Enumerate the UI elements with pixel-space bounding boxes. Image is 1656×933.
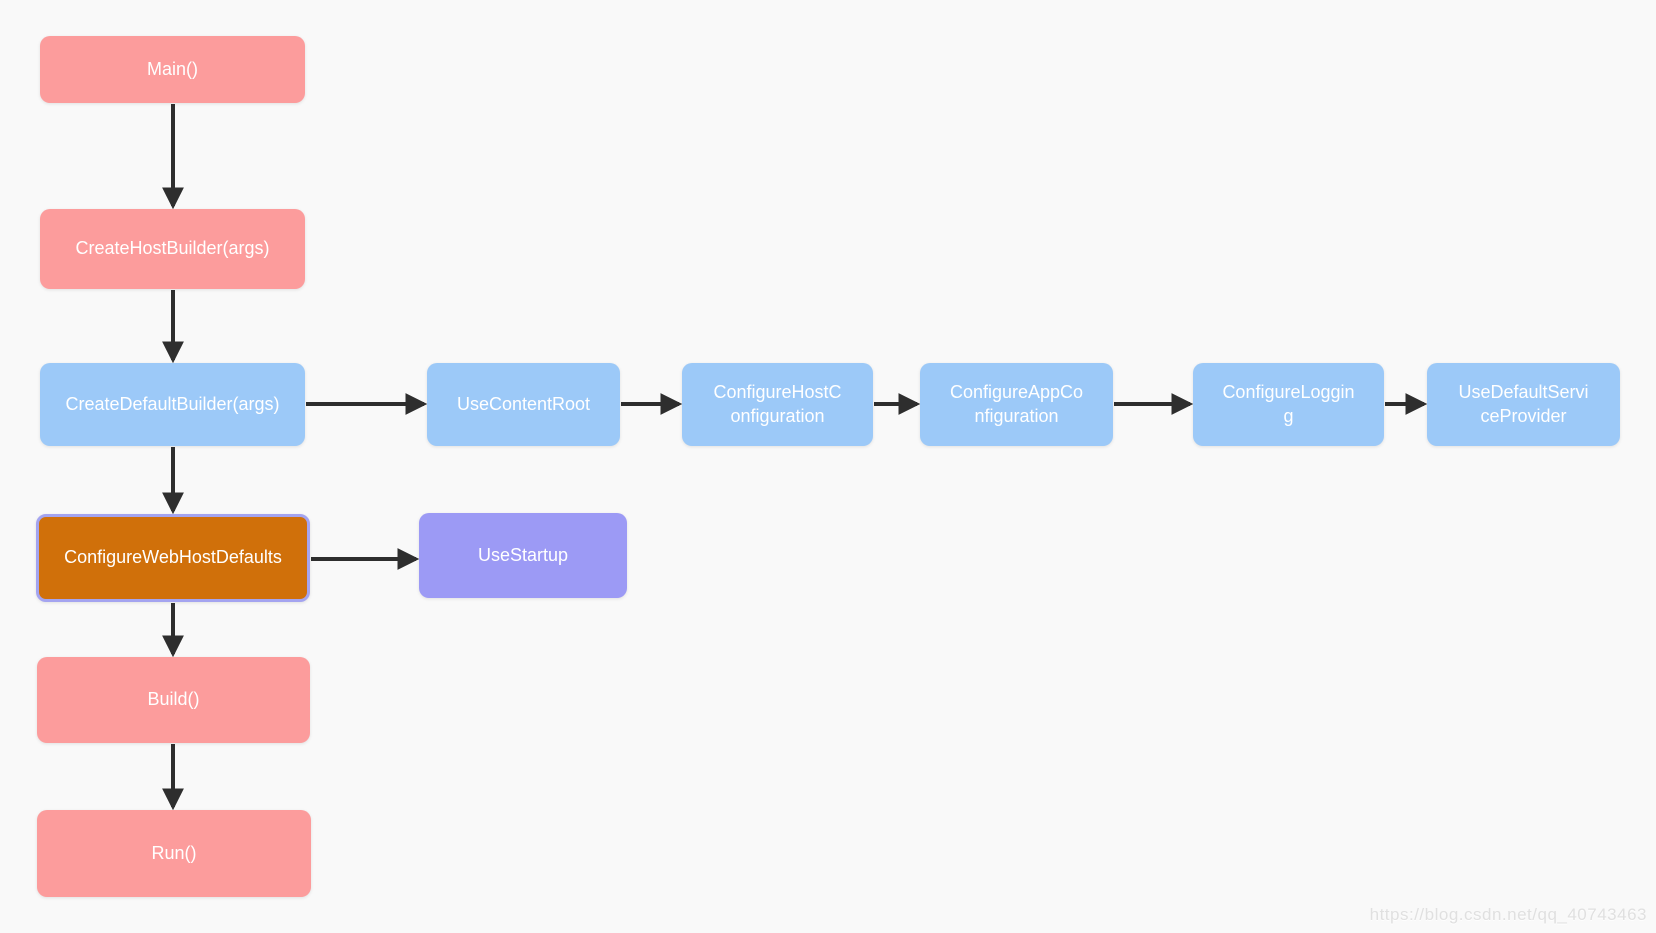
node-label: Build() xyxy=(147,689,200,710)
node-use-default-service-provider: UseDefaultServiceProvider xyxy=(1427,363,1620,446)
node-use-startup: UseStartup xyxy=(419,513,627,598)
node-label: CreateHostBuilder(args) xyxy=(75,238,270,259)
node-run: Run() xyxy=(37,810,311,897)
node-configure-web-host-defaults: ConfigureWebHostDefaults xyxy=(36,514,310,602)
watermark-url: https://blog.csdn.net/qq_40743463 xyxy=(1369,905,1647,924)
node-label: ConfigureHostConfiguration xyxy=(713,381,842,426)
node-label: CreateDefaultBuilder(args) xyxy=(65,393,280,414)
node-use-content-root: UseContentRoot xyxy=(427,363,620,446)
node-label: Main() xyxy=(146,58,198,79)
node-configure-app-configuration: ConfigureAppConfiguration xyxy=(920,363,1113,446)
node-main: Main() xyxy=(40,36,305,103)
node-label: ConfigureLogging xyxy=(1222,381,1355,426)
node-label: UseDefaultServiceProvider xyxy=(1458,381,1589,426)
node-label: UseContentRoot xyxy=(456,393,591,414)
node-label: ConfigureAppConfiguration xyxy=(949,381,1084,426)
node-label: Run() xyxy=(151,842,197,863)
node-label: ConfigureWebHostDefaults xyxy=(64,547,282,568)
node-configure-logging: ConfigureLogging xyxy=(1193,363,1384,446)
node-build: Build() xyxy=(37,657,310,743)
node-create-default-builder: CreateDefaultBuilder(args) xyxy=(40,363,305,446)
node-create-host-builder: CreateHostBuilder(args) xyxy=(40,209,305,289)
node-label: UseStartup xyxy=(477,544,569,565)
node-configure-host-configuration: ConfigureHostConfiguration xyxy=(682,363,873,446)
